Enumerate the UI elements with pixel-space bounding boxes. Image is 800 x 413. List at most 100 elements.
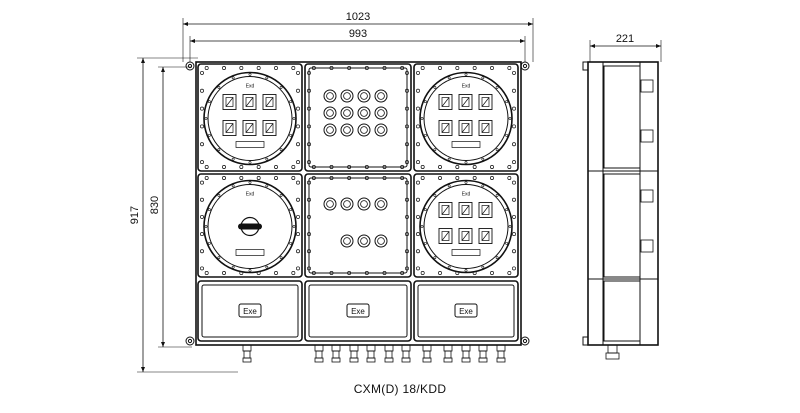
dim-overall-height-label: 917 [129, 206, 141, 224]
gland-body [332, 350, 340, 359]
gland-nut [331, 344, 341, 352]
gland-nut [366, 344, 376, 352]
cover-bolt [265, 265, 269, 269]
exe-badge [238, 303, 262, 318]
exd-cover-inner [423, 184, 509, 269]
breaker-toggle [225, 123, 234, 133]
breaker [438, 94, 453, 110]
cover-bolt [433, 193, 437, 197]
breaker-lever [265, 97, 274, 107]
cover-bolt [248, 269, 252, 272]
dim-inner-width-arrow-left [190, 39, 195, 43]
indicator-lamp-lens [326, 109, 334, 117]
bolt [296, 142, 300, 147]
bolt [382, 271, 387, 275]
bolt [239, 176, 244, 180]
indicator-lamp-lens [377, 126, 385, 134]
gland-nut [314, 344, 324, 352]
bolt [200, 160, 204, 165]
dim-depth-arrow-right [656, 44, 661, 48]
bolt [416, 214, 420, 219]
dim-inner-height-arrow-bottom [161, 342, 165, 347]
bolt [307, 142, 311, 147]
exe-badge [454, 303, 478, 318]
bolt [329, 165, 334, 169]
gland-seal [461, 357, 471, 363]
cover-bolt [265, 157, 269, 161]
cover-bolt [292, 225, 296, 228]
cover-bolt [265, 76, 269, 80]
breaker-toggle [265, 97, 274, 107]
bolt [416, 232, 420, 237]
bolt [307, 180, 311, 185]
cover-bolt [423, 100, 427, 104]
model-caption: CXM(D) 18/KDD [353, 382, 447, 396]
bolt [416, 249, 420, 254]
dim-overall-height-arrow-bottom [141, 367, 145, 372]
bolt [490, 176, 494, 180]
bolt [382, 66, 387, 70]
breaker [222, 94, 237, 110]
cable-gland [384, 344, 394, 363]
cover-bolt [204, 117, 208, 120]
gland-body [444, 350, 452, 359]
cover-bolt [279, 193, 283, 197]
bolt [204, 66, 209, 70]
gland-seal [422, 357, 432, 363]
indicator-lamp-lens [343, 200, 351, 208]
bolt [311, 66, 316, 70]
dim-overall-height-arrow-top [141, 58, 145, 63]
gland-body [402, 350, 410, 359]
bolt [438, 176, 442, 180]
breaker-toggle [441, 205, 450, 215]
bolt [512, 197, 516, 202]
bolt [416, 180, 420, 185]
breaker-toggle [461, 123, 470, 133]
mounting-lug [185, 61, 195, 71]
side-handle [640, 239, 654, 253]
indicator-panel-inner [308, 177, 408, 274]
cover-bolt [289, 241, 293, 245]
bolt [455, 176, 460, 180]
cover-bolt [495, 256, 499, 260]
indicator-lamp [340, 197, 354, 211]
gland-seal [366, 357, 376, 363]
gland-nut [461, 344, 471, 352]
bolt [274, 271, 278, 275]
bolt [512, 249, 516, 254]
exd-panel: Exd [197, 173, 303, 278]
mounting-lug-hole [522, 63, 528, 69]
bolt [274, 165, 278, 169]
exe-panel: Exe [197, 280, 303, 342]
bolt [512, 142, 516, 147]
bolt [512, 160, 516, 165]
mounting-lug-hole [522, 338, 528, 344]
cover-bolt [505, 100, 509, 104]
breaker [458, 120, 473, 136]
gland-nut [384, 344, 394, 352]
indicator-lamp-lens [377, 237, 385, 245]
breaker [458, 94, 473, 110]
indicator-lamp-lens [343, 126, 351, 134]
bolt [405, 214, 409, 219]
gland-seal [478, 357, 488, 363]
cover-bolt [423, 241, 427, 245]
cover-bolt [279, 85, 283, 89]
cover-bolt [423, 133, 427, 137]
bolt [438, 271, 442, 275]
bolt [400, 271, 405, 275]
cover-bolt [207, 241, 211, 245]
dim-depth-label: 221 [616, 33, 634, 45]
gland-body [385, 350, 393, 359]
cover-bolt [279, 148, 283, 152]
bolt [274, 176, 278, 180]
gland-body [479, 350, 487, 359]
bolt [512, 88, 516, 93]
nameplate [451, 141, 481, 148]
bolt [296, 266, 300, 271]
gland-seal [384, 357, 394, 363]
exd-panel-box [413, 63, 519, 172]
bolt [472, 176, 477, 180]
bolt [416, 88, 420, 93]
bolt [512, 214, 516, 219]
